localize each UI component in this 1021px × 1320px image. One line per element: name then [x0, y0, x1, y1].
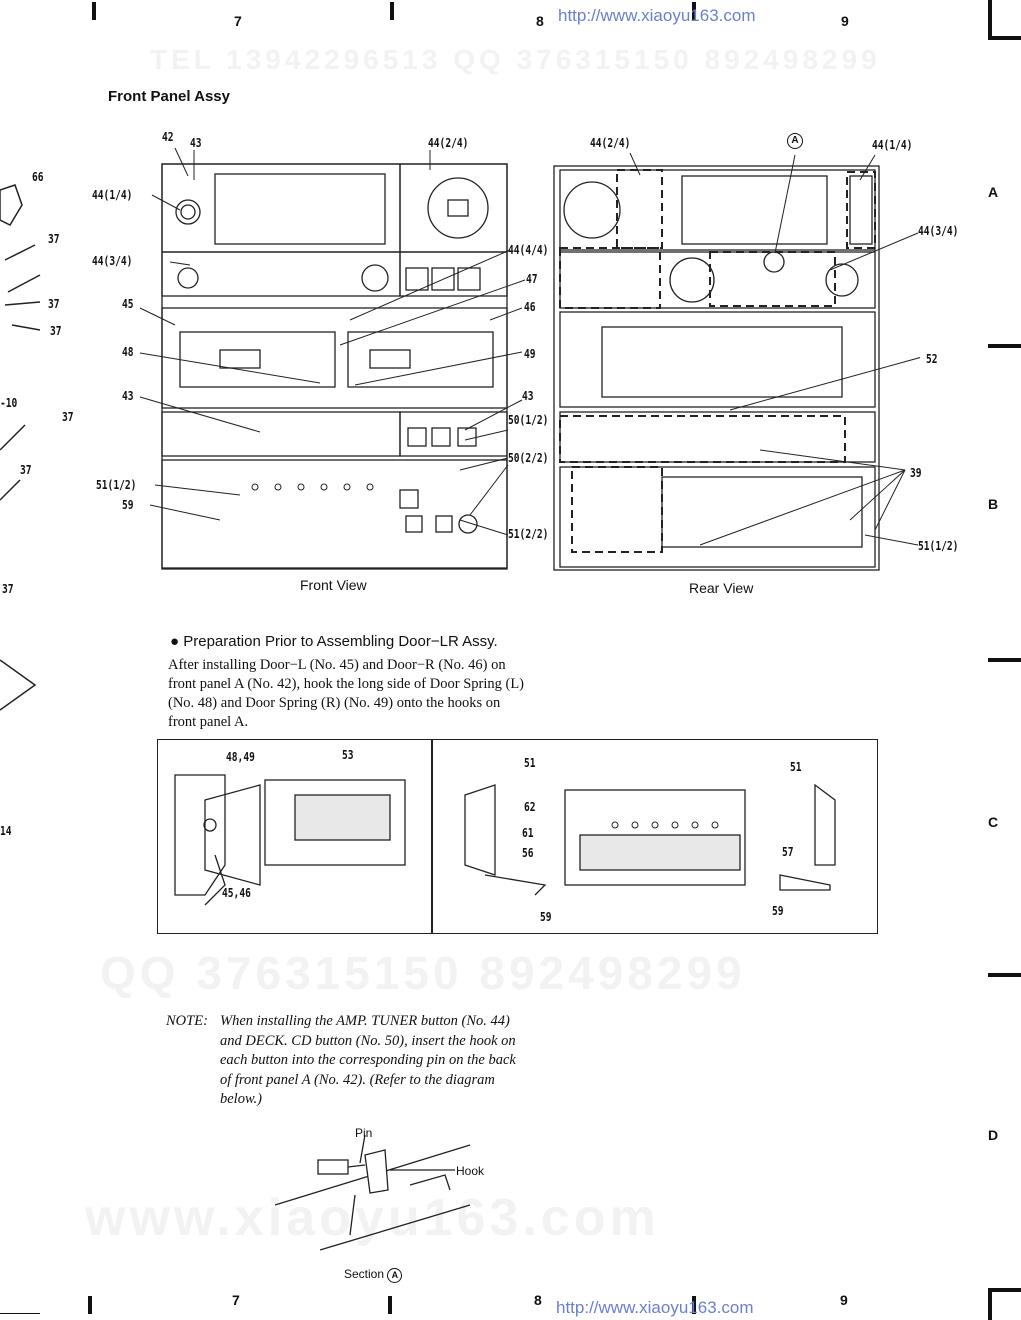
callout: 44(1/4): [872, 138, 913, 152]
grid-letter: B: [988, 496, 999, 512]
crop-mark: [390, 2, 394, 20]
callout: 51: [790, 760, 802, 774]
callout: 39: [910, 466, 922, 480]
callout: 45: [122, 297, 134, 311]
pin-label: Pin: [355, 1126, 373, 1140]
callout: 50(2/2): [508, 451, 549, 465]
page-number: 8: [536, 13, 544, 29]
callout: 53: [342, 748, 354, 762]
page-number: 9: [841, 13, 849, 29]
callout: 46: [524, 300, 536, 314]
callout: 66: [32, 170, 44, 184]
callout: 48: [122, 345, 134, 359]
callout: -10: [0, 396, 18, 410]
hook-label: Hook: [456, 1164, 485, 1178]
page-number: 9: [840, 1292, 848, 1308]
rear-leader-lines: [629, 152, 920, 546]
callout: 44(1/4): [92, 188, 133, 202]
note-text: When installing the AMP. TUNER button (N…: [220, 1013, 516, 1107]
callout: 44(2/4): [428, 136, 469, 150]
crop-mark: [0, 1313, 40, 1314]
callout: 51(1/2): [96, 478, 137, 492]
divider: [431, 739, 433, 934]
door-spring-detail: [174, 774, 406, 906]
callout: 44(4/4): [508, 243, 549, 257]
grid-letter: D: [988, 1127, 999, 1143]
callout: 49: [524, 347, 536, 361]
page-number: 7: [234, 13, 242, 29]
crop-mark: [692, 2, 696, 20]
bullet-icon: ●: [170, 633, 184, 650]
callout: 57: [782, 845, 794, 859]
front-panel-detail: [464, 783, 836, 896]
watermark: TEL 13942296513 QQ 376315150 892498299: [150, 44, 881, 75]
callout: 47: [526, 272, 538, 286]
preparation-heading: ● Preparation Prior to Assembling Door−L…: [170, 633, 498, 650]
crop-mark: [92, 2, 96, 20]
callout: 42: [162, 130, 174, 144]
callout: 50(1/2): [508, 413, 549, 427]
callout: 37: [2, 582, 14, 596]
callout: 43: [190, 136, 202, 150]
section-title: Front Panel Assy: [108, 88, 230, 105]
crop-mark: [988, 1288, 992, 1320]
pin-hook-diagram: [274, 1135, 471, 1251]
tick-mark: [988, 658, 1021, 662]
section-a-marker: A: [787, 133, 803, 149]
callout: 51: [524, 756, 536, 770]
callout: 45,46: [222, 886, 251, 900]
callout: 59: [772, 904, 784, 918]
crop-mark: [88, 1296, 92, 1314]
callout: 62: [524, 800, 536, 814]
page-number: 7: [232, 1292, 240, 1308]
section-caption: Section A: [344, 1267, 403, 1283]
callout: 48,49: [226, 750, 255, 764]
callout: 37: [48, 297, 60, 311]
detail-figure-box: [157, 739, 878, 934]
tick-mark: [988, 344, 1021, 348]
rear-view-caption: Rear View: [689, 580, 754, 596]
callout: 51(1/2): [918, 539, 959, 553]
callout: 37: [62, 410, 74, 424]
crop-mark: [988, 36, 1021, 40]
callout: 37: [48, 232, 60, 246]
rear-view-diagram: [553, 165, 880, 571]
tick-mark: [988, 973, 1021, 977]
watermark: QQ 376315150 892498299: [100, 947, 746, 999]
preparation-text: After installing Door−L (No. 45) and Doo…: [168, 657, 525, 730]
callout: 61: [522, 826, 534, 840]
crop-mark: [388, 1296, 392, 1314]
page-number: 8: [534, 1292, 542, 1308]
partial-exploded-view: [0, 184, 41, 711]
header-url[interactable]: http://www.xiaoyu163.com: [558, 6, 756, 25]
callout: 37: [20, 463, 32, 477]
callout: 14: [0, 824, 12, 838]
callout: 59: [122, 498, 134, 512]
crop-mark: [692, 1296, 696, 1314]
callout: 44(3/4): [92, 254, 133, 268]
grid-letter: A: [988, 184, 999, 200]
callout: 43: [122, 389, 134, 403]
section-a-marker: A: [387, 1268, 403, 1283]
footer-url[interactable]: http://www.xiaoyu163.com: [556, 1298, 754, 1317]
callout: 52: [926, 352, 938, 366]
crop-mark: [988, 0, 992, 40]
front-view-caption: Front View: [300, 577, 367, 593]
callout: 44(3/4): [918, 224, 959, 238]
crop-mark: [988, 1288, 1021, 1292]
callout: 56: [522, 846, 534, 860]
front-view-diagram: [161, 163, 508, 570]
grid-letter: C: [988, 814, 999, 830]
callout: 44(2/4): [590, 136, 631, 150]
front-leader-lines: [139, 147, 526, 536]
callout: 37: [50, 324, 62, 338]
callout: 43: [522, 389, 534, 403]
callout: 59: [540, 910, 552, 924]
note-prefix: NOTE:: [166, 1013, 208, 1029]
callout: 51(2/2): [508, 527, 549, 541]
